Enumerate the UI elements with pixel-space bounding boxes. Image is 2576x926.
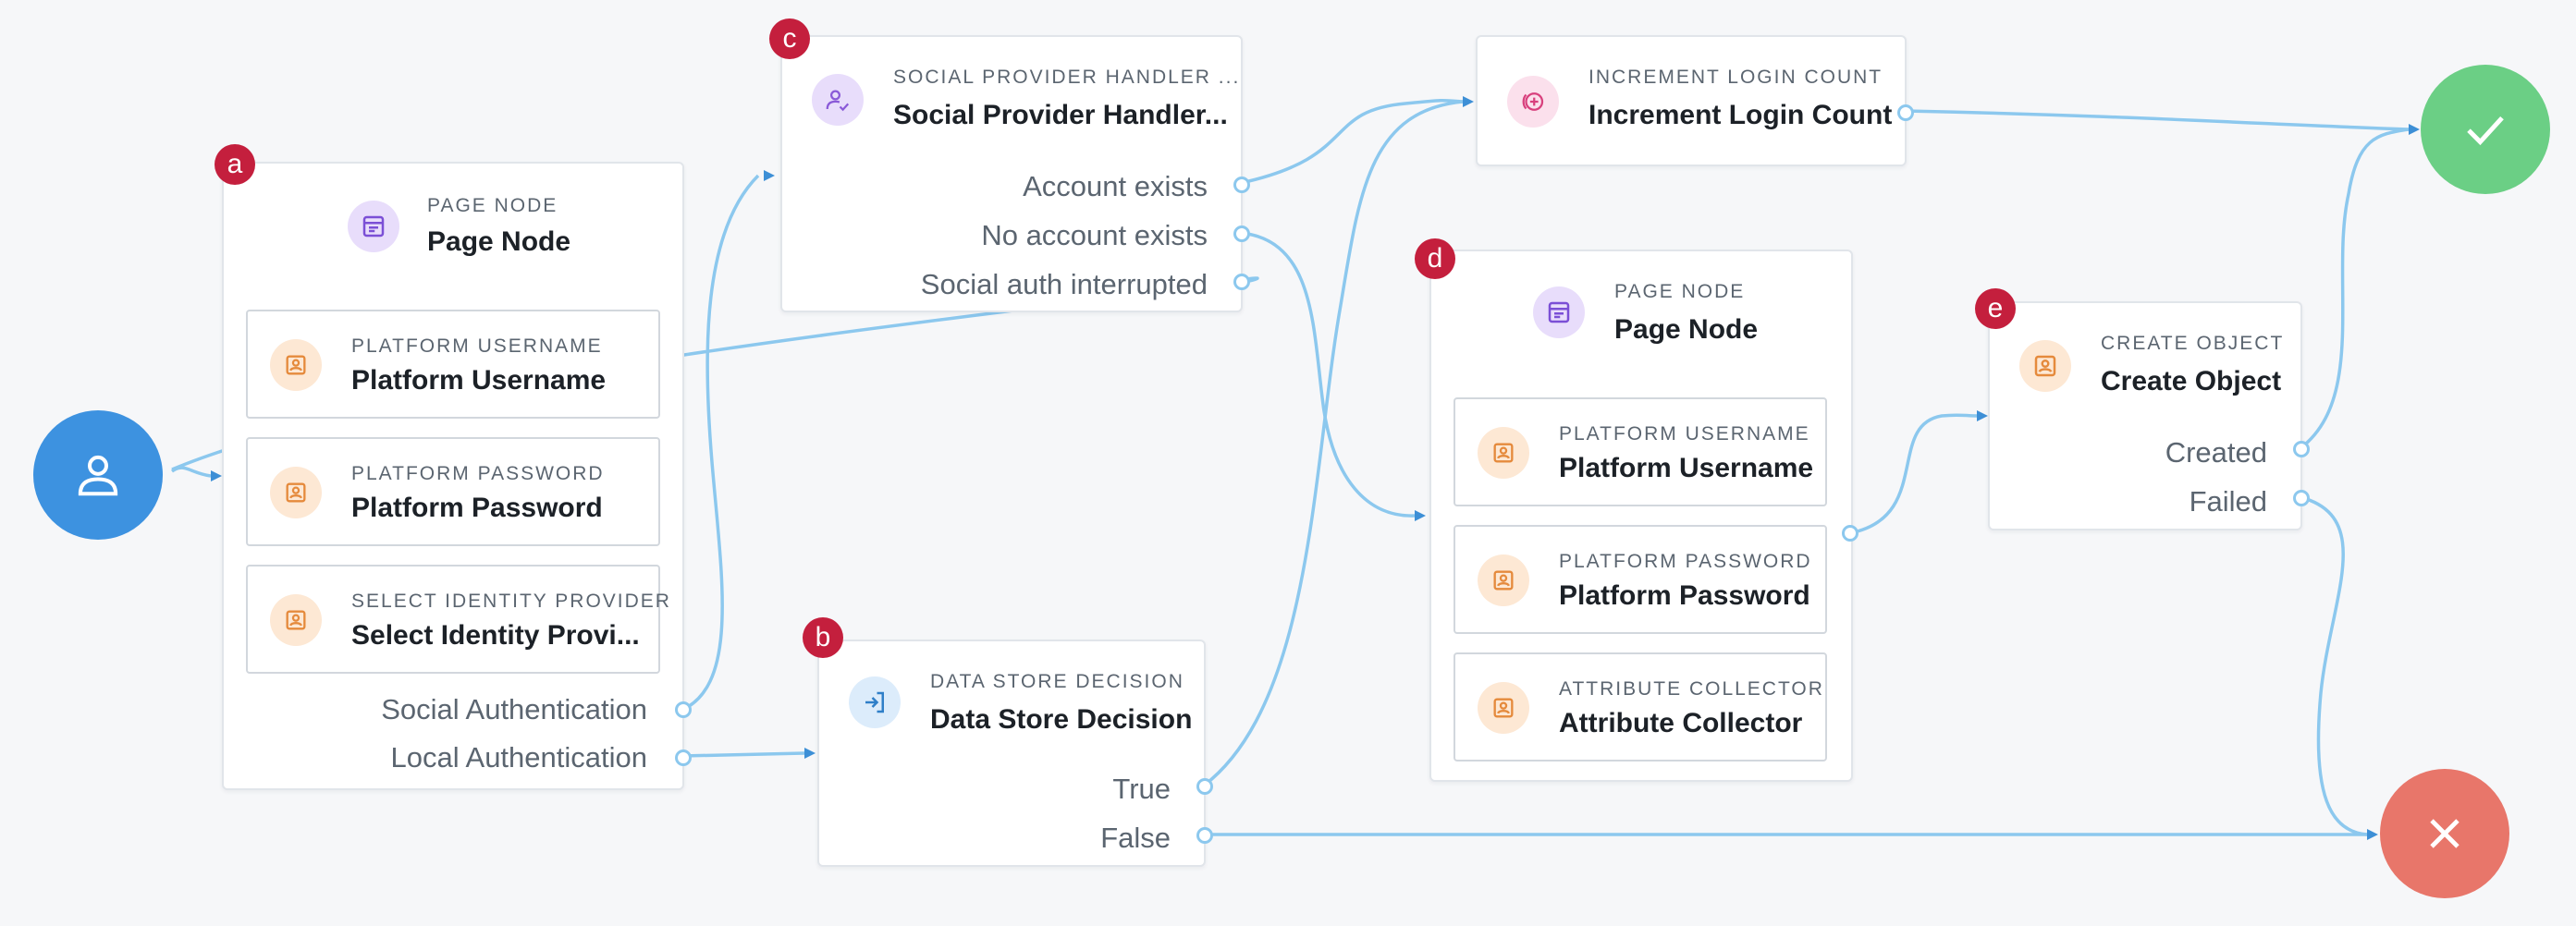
outcome-no-account-exists: No account exists <box>981 219 1208 251</box>
node-badge-c: c <box>769 18 810 59</box>
node-title: Create Object <box>2101 366 2282 396</box>
output-port-social-authentication[interactable] <box>675 701 692 718</box>
page-node-a[interactable]: PAGE NODE Page Node PLATFORM USERNAME Pl… <box>222 162 692 790</box>
node-badge-d: d <box>1415 238 1455 279</box>
start-node[interactable] <box>33 410 163 540</box>
checkmark-icon <box>2467 116 2504 146</box>
login-arrow-icon <box>849 676 901 728</box>
child-title: Platform Username <box>351 365 607 396</box>
user-card-icon <box>270 467 322 518</box>
output-port-created[interactable] <box>2293 441 2310 457</box>
arrow-success-in <box>2409 124 2420 135</box>
child-type-label: SELECT IDENTITY PROVIDER <box>351 591 671 612</box>
arrow-create-object-in <box>1977 410 1988 421</box>
output-port-page-d[interactable] <box>1842 525 1858 542</box>
user-card-icon <box>1478 554 1529 606</box>
node-type-label: PAGE NODE <box>427 195 558 216</box>
wire-social-auth-to-social-handler <box>681 174 760 712</box>
child-node-platform-password[interactable]: PLATFORM PASSWORD Platform Password <box>246 437 660 546</box>
node-title: Page Node <box>1614 314 1759 345</box>
data-store-decision-node-b[interactable]: DATA STORE DECISION Data Store Decision … <box>817 640 1213 867</box>
node-type-label: INCREMENT LOGIN COUNT <box>1589 67 1883 88</box>
output-port-account-exists[interactable] <box>1233 177 1250 193</box>
node-badge-a: a <box>215 144 255 185</box>
page-node-d[interactable]: PAGE NODE Page Node PLATFORM USERNAME Pl… <box>1429 250 1858 782</box>
plus-circle-icon <box>1507 76 1559 128</box>
child-title: Platform Password <box>351 493 603 523</box>
wire-no-account-to-page-d <box>1240 231 1416 518</box>
page-node-icon <box>1533 286 1585 338</box>
outcome-false: False <box>1100 822 1171 854</box>
output-port-false[interactable] <box>1196 827 1213 844</box>
wire-account-exists-to-increment <box>1240 98 1464 185</box>
failure-node[interactable] <box>2380 769 2509 898</box>
node-badge-b: b <box>803 617 843 658</box>
user-card-icon <box>2019 340 2071 392</box>
child-title: Platform Username <box>1559 453 1814 483</box>
child-node-platform-username[interactable]: PLATFORM USERNAME Platform Username <box>246 310 660 419</box>
user-card-icon <box>1478 427 1529 479</box>
success-node[interactable] <box>2421 65 2550 194</box>
arrow-data-store-in <box>804 748 816 759</box>
outcome-social-authentication: Social Authentication <box>381 693 647 725</box>
child-title: Select Identity Provi... <box>351 620 640 651</box>
node-title: Page Node <box>427 226 571 257</box>
outcome-social-auth-interrupted: Social auth interrupted <box>920 268 1208 300</box>
social-provider-handler-node-c[interactable]: SOCIAL PROVIDER HANDLER ... Social Provi… <box>780 35 1250 312</box>
output-port-social-auth-interrupted[interactable] <box>1233 274 1250 290</box>
outcome-local-authentication: Local Authentication <box>390 741 648 774</box>
wire-true-to-increment <box>1202 100 1464 787</box>
node-title: Data Store Decision <box>930 704 1193 735</box>
child-node-platform-username[interactable]: PLATFORM USERNAME Platform Username <box>1454 397 1827 506</box>
outcome-true: True <box>1112 773 1171 805</box>
child-type-label: PLATFORM PASSWORD <box>1559 551 1812 572</box>
arrow-increment-in <box>1463 96 1474 107</box>
output-port-no-account-exists[interactable] <box>1233 225 1250 242</box>
wire-created-to-success <box>2299 128 2410 450</box>
arrow-failure-in <box>2367 829 2378 840</box>
output-port-local-authentication[interactable] <box>675 749 692 766</box>
close-icon <box>2430 819 2459 848</box>
output-port-true[interactable] <box>1196 778 1213 795</box>
node-type-label: SOCIAL PROVIDER HANDLER ... <box>893 67 1241 88</box>
user-check-icon <box>812 74 864 126</box>
output-port-increment[interactable] <box>1897 104 1914 121</box>
child-node-platform-password[interactable]: PLATFORM PASSWORD Platform Password <box>1454 525 1827 634</box>
child-node-attribute-collector[interactable]: ATTRIBUTE COLLECTOR Attribute Collector <box>1454 652 1827 762</box>
create-object-node-e[interactable]: CREATE OBJECT Create Object Created Fail… <box>1988 301 2310 530</box>
wire-local-auth-to-data-store <box>681 751 805 758</box>
arrow-social-handler-in <box>764 170 775 181</box>
child-node-select-identity-provider[interactable]: SELECT IDENTITY PROVIDER Select Identity… <box>246 565 669 674</box>
outcome-failed: Failed <box>2189 485 2267 518</box>
user-card-icon <box>1478 682 1529 734</box>
node-title: Social Provider Handler... <box>893 100 1228 130</box>
page-node-icon <box>348 201 399 252</box>
user-card-icon <box>270 339 322 391</box>
user-card-icon <box>270 594 322 646</box>
wire-failed-to-failure <box>2300 495 2368 836</box>
node-title: Increment Login Count <box>1589 100 1893 130</box>
outcome-created: Created <box>2165 436 2267 469</box>
child-title: Platform Password <box>1559 580 1810 611</box>
increment-login-count-node[interactable]: INCREMENT LOGIN COUNT Increment Login Co… <box>1476 35 1914 166</box>
wire-page-d-to-create-object <box>1848 413 1978 535</box>
child-type-label: PLATFORM USERNAME <box>1559 423 1810 445</box>
arrow-page-a-in <box>211 470 222 481</box>
child-type-label: PLATFORM USERNAME <box>351 335 603 357</box>
arrow-page-d-in <box>1415 510 1426 521</box>
child-title: Attribute Collector <box>1559 708 1803 738</box>
wire-start-to-page-a <box>170 466 212 478</box>
node-badge-e: e <box>1975 288 2016 329</box>
node-type-label: CREATE OBJECT <box>2101 333 2285 354</box>
node-type-label: DATA STORE DECISION <box>930 671 1184 692</box>
child-type-label: PLATFORM PASSWORD <box>351 463 605 484</box>
user-icon <box>78 455 118 496</box>
outcome-account-exists: Account exists <box>1023 170 1208 202</box>
child-type-label: ATTRIBUTE COLLECTOR <box>1559 678 1824 700</box>
wire-increment-to-success <box>1904 109 2410 131</box>
output-port-failed[interactable] <box>2293 490 2310 506</box>
node-type-label: PAGE NODE <box>1614 281 1746 302</box>
